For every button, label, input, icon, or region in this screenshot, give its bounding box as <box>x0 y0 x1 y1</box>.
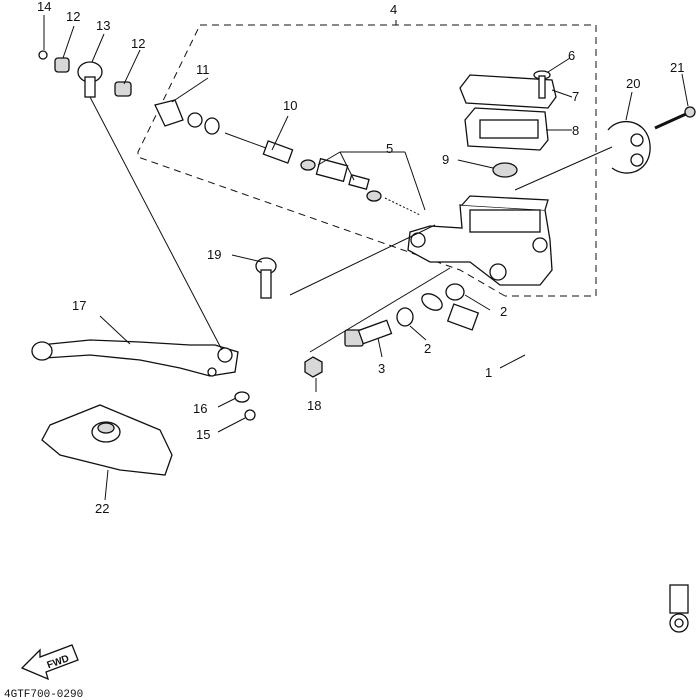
callout-13: 13 <box>96 18 110 33</box>
gasket-2-upper <box>445 283 465 301</box>
diagram-code: 4GTF700-0290 <box>4 689 83 700</box>
reservoir-cover-7 <box>459 74 557 109</box>
brake-hose <box>421 293 689 633</box>
leader-lines <box>43 15 689 501</box>
callout-2-lower: 2 <box>424 341 431 356</box>
callout-8: 8 <box>572 123 579 138</box>
circlip-15 <box>244 409 256 421</box>
piston-kit-5 <box>300 157 421 216</box>
push-rod-10 <box>224 132 294 164</box>
callout-7: 7 <box>572 89 579 104</box>
callout-1: 1 <box>485 365 492 380</box>
bolt-13 <box>77 61 103 98</box>
boot-11 <box>154 99 220 135</box>
lever-17 <box>31 339 239 377</box>
callout-2-upper: 2 <box>500 304 507 319</box>
callout-11: 11 <box>196 62 210 77</box>
callout-14: 14 <box>37 0 51 14</box>
callout-18: 18 <box>307 398 321 413</box>
callout-17: 17 <box>72 298 86 313</box>
gasket-2-lower <box>396 307 414 327</box>
bolt-21 <box>654 106 696 130</box>
washer-16 <box>234 391 250 403</box>
callout-3: 3 <box>378 361 385 376</box>
nut-12-left <box>54 57 70 73</box>
nut-12-right <box>114 81 132 97</box>
fwd-arrow-icon: FWD <box>20 644 79 681</box>
screw-6 <box>533 70 551 99</box>
callout-6: 6 <box>568 48 575 63</box>
plate-9 <box>492 162 518 178</box>
holder-20 <box>607 121 651 174</box>
union-bolt-3 <box>344 319 393 347</box>
callout-4: 4 <box>390 2 397 17</box>
callout-12-left: 12 <box>66 9 80 24</box>
callout-9: 9 <box>442 152 449 167</box>
master-cylinder-body <box>407 195 553 286</box>
callout-5: 5 <box>386 141 393 156</box>
callout-22: 22 <box>95 501 109 516</box>
callout-20: 20 <box>626 76 640 91</box>
collar-19 <box>255 257 277 299</box>
circlip-14 <box>38 50 48 60</box>
callout-19: 19 <box>207 247 221 262</box>
callout-16: 16 <box>193 401 207 416</box>
callout-10: 10 <box>283 98 297 113</box>
callout-21: 21 <box>670 60 684 75</box>
callout-12-right: 12 <box>131 36 145 51</box>
callout-numbers: 4 6 7 8 9 5 10 11 12 13 12 14 20 21 19 2… <box>37 0 684 516</box>
nut-18 <box>304 356 323 378</box>
callout-15: 15 <box>196 427 210 442</box>
lever-cover-22 <box>41 404 173 476</box>
